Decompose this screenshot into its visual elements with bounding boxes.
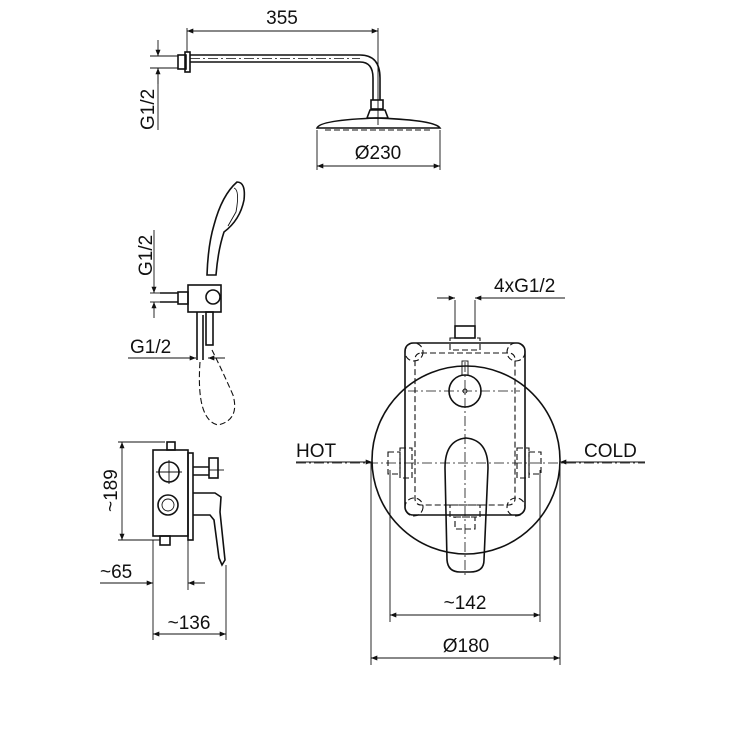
mixer-height-label: ~189	[101, 469, 122, 512]
hand-shower	[160, 181, 246, 426]
arm-thread-label: G1/2	[138, 89, 159, 130]
mixer-depth-total-label: ~136	[168, 613, 211, 634]
mixer-front-view	[296, 325, 645, 575]
arm-length-label: 355	[266, 8, 298, 29]
overhead-shower	[177, 28, 442, 131]
arm-length-dimension: 355	[186, 8, 378, 52]
plate-width-label: ~142	[444, 593, 487, 614]
plate-diameter-label: Ø180	[443, 636, 489, 657]
handshower-thread-horizontal-dimension: G1/2	[128, 337, 225, 361]
mixer-depth-total-dimension: ~136	[152, 565, 227, 640]
head-diameter-dimension: Ø230	[316, 130, 441, 170]
plate-width-dimension: ~142	[389, 470, 541, 622]
hot-label: HOT	[296, 441, 337, 462]
mixer-height-dimension: ~189	[101, 441, 165, 541]
outlets-thread-label: 4xG1/2	[494, 276, 555, 297]
cold-label: COLD	[584, 441, 637, 462]
arm-thread-dimension: G1/2	[138, 40, 178, 130]
mixer-side-view	[152, 441, 226, 567]
hot-inlet: HOT	[296, 441, 372, 465]
handshower-thread-vertical-label: G1/2	[136, 235, 157, 276]
handshower-thread-horizontal-label: G1/2	[130, 337, 171, 358]
handshower-thread-vertical-dimension: G1/2	[136, 230, 160, 318]
outlets-thread-dimension: 4xG1/2	[437, 276, 565, 326]
plate-diameter-dimension: Ø180	[370, 462, 561, 665]
mixer-depth-body-label: ~65	[100, 562, 132, 583]
mixer-depth-body-dimension: ~65	[100, 540, 205, 640]
cold-inlet: COLD	[560, 441, 645, 465]
head-diameter-label: Ø230	[355, 143, 401, 164]
